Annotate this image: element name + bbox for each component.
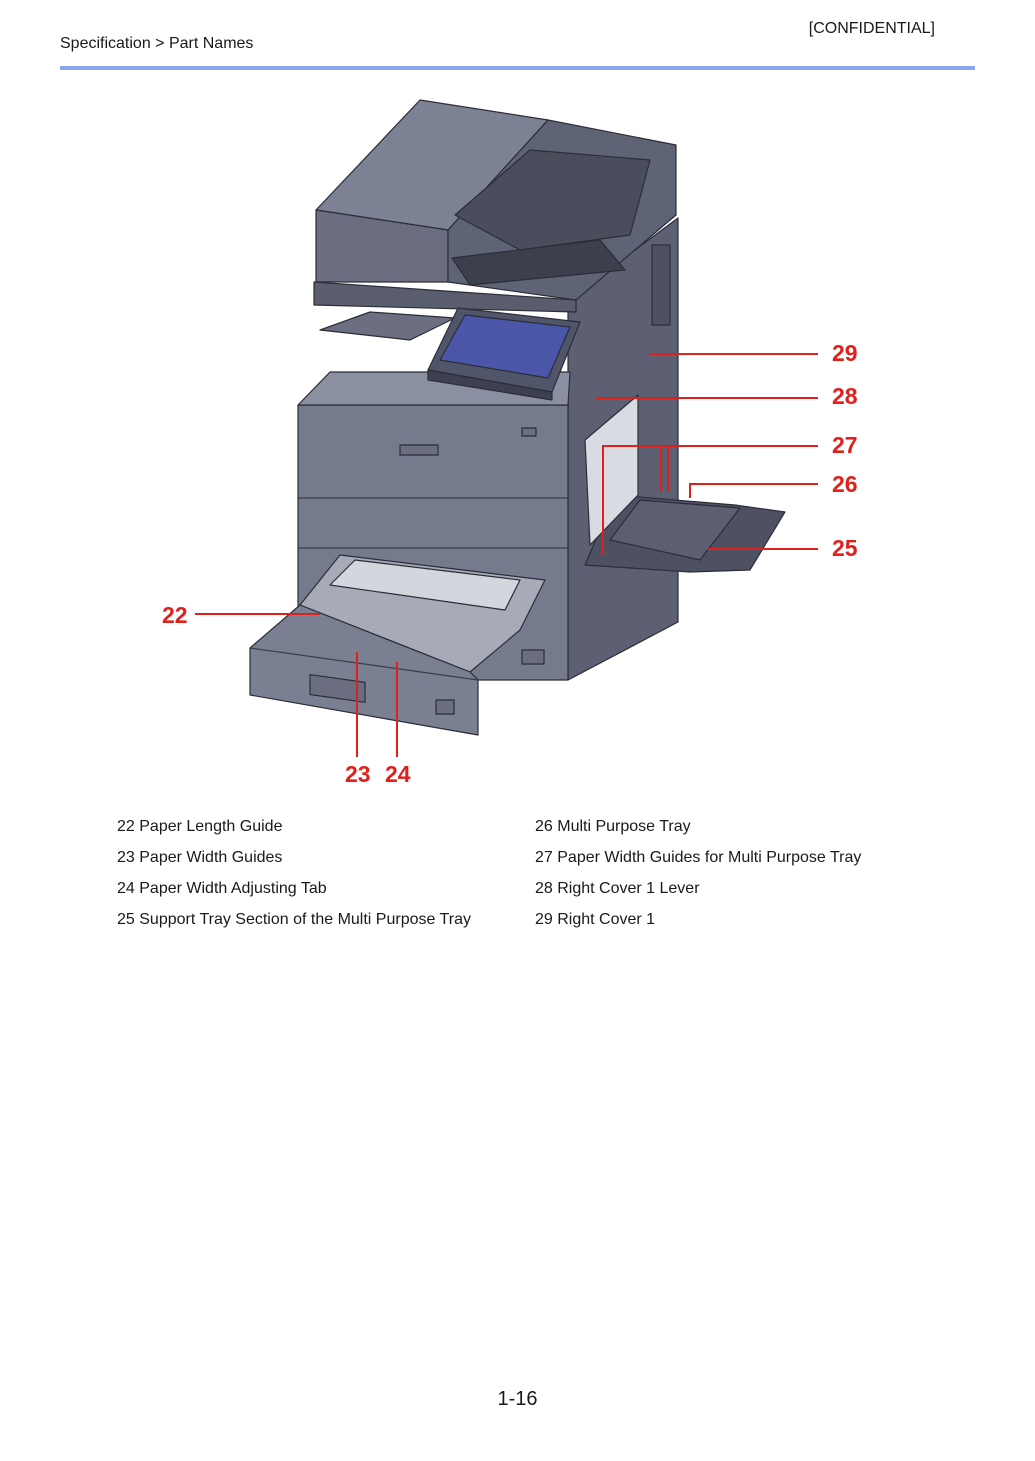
legend-item: 26 Multi Purpose Tray [535, 818, 691, 835]
legend-item: 28 Right Cover 1 Lever [535, 880, 700, 897]
page-number: 1-16 [497, 1388, 538, 1410]
callout-26: 26 [832, 471, 858, 497]
callout-28: 28 [832, 383, 858, 409]
legend-column-left: 22 Paper Length Guide 23 Paper Width Gui… [117, 816, 471, 940]
callout-22: 22 [162, 602, 188, 628]
legend-item: 22 Paper Length Guide [117, 818, 283, 835]
legend-item: 24 Paper Width Adjusting Tab [117, 880, 327, 897]
legend-item: 23 Paper Width Guides [117, 849, 283, 866]
leader-line-26 [689, 483, 818, 498]
callout-29: 29 [832, 340, 858, 366]
callout-lines [195, 353, 818, 757]
leader-line-27 [602, 445, 818, 555]
legend-item: 27 Paper Width Guides for Multi Purpose … [535, 849, 862, 866]
callout-27: 27 [832, 432, 858, 458]
header-rule [60, 66, 975, 70]
printer-illustration [249, 99, 786, 736]
callout-24: 24 [385, 761, 411, 787]
legend-column-right: 26 Multi Purpose Tray 27 Paper Width Gui… [535, 816, 861, 940]
legend-item: 29 Right Cover 1 [535, 911, 656, 928]
callout-23: 23 [345, 761, 371, 787]
breadcrumb: Specification > Part Names [60, 35, 254, 52]
legend-item: 25 Support Tray Section of the Multi Pur… [117, 911, 471, 928]
confidential-label: [CONFIDENTIAL] [808, 20, 935, 37]
callout-25: 25 [832, 535, 858, 561]
printer-figure: 22 23 24 25 26 27 28 29 [162, 99, 858, 787]
